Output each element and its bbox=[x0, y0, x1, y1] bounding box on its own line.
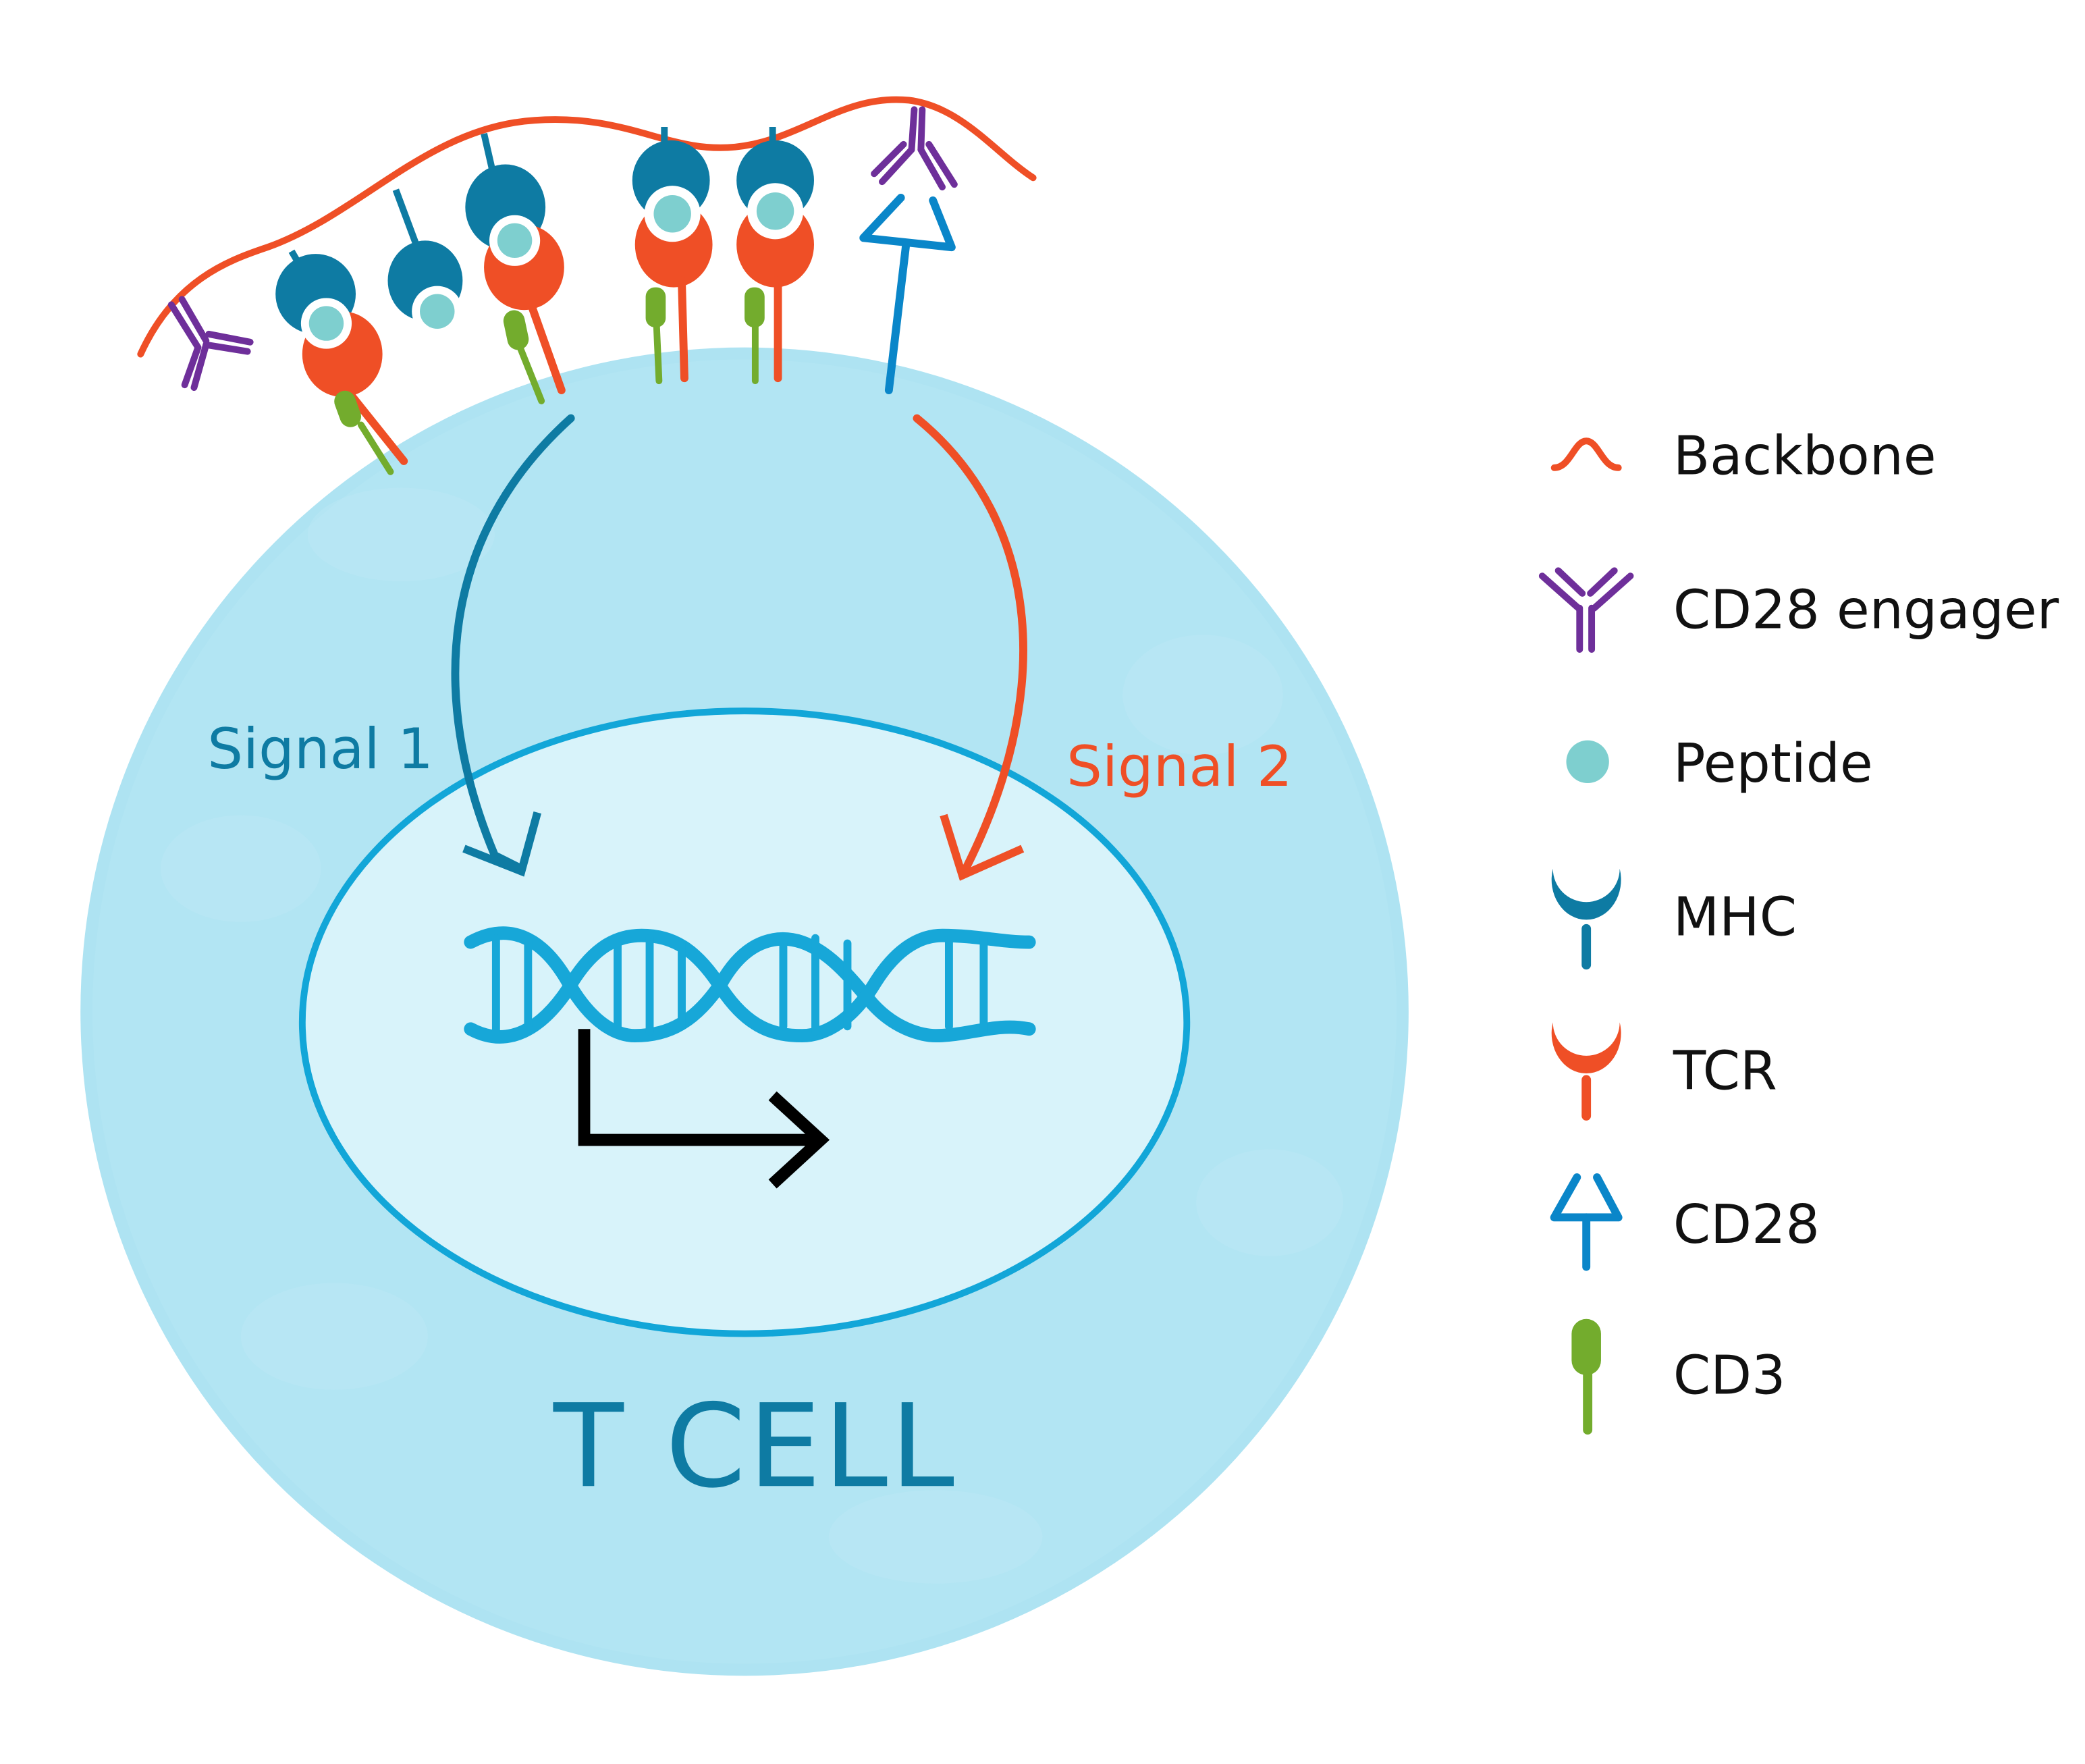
cd28-engager-icon bbox=[1538, 567, 1634, 653]
cd28-engager-right bbox=[871, 106, 958, 191]
signal-1-label: Signal 1 bbox=[207, 716, 433, 782]
legend-item-tcr: TCR bbox=[1551, 1022, 1777, 1121]
signal-2-label: Signal 2 bbox=[1066, 734, 1293, 799]
mhc-tcr-complex-3 bbox=[465, 132, 566, 404]
legend-label-cd3: CD3 bbox=[1673, 1345, 1786, 1407]
signal-2-arrow bbox=[913, 414, 1027, 881]
legend-item-peptide: Peptide bbox=[1566, 732, 1873, 795]
legend-label-cd28-engager: CD28 engager bbox=[1673, 579, 2059, 641]
legend-item-cd28: CD28 bbox=[1550, 1173, 1820, 1271]
dna-helix-icon bbox=[464, 926, 1036, 1044]
legend-label-tcr: TCR bbox=[1673, 1040, 1777, 1102]
transcription-arrow-icon bbox=[578, 1029, 830, 1189]
legend-label-peptide: Peptide bbox=[1673, 732, 1873, 795]
cd28-icon bbox=[1550, 1173, 1623, 1271]
legend-item-mhc: MHC bbox=[1551, 868, 1797, 970]
legend-item-cd28-engager: CD28 engager bbox=[1538, 567, 2059, 653]
mhc-tcr-complex-5 bbox=[736, 127, 814, 385]
mhc-icon bbox=[1551, 868, 1621, 970]
legend-label-backbone: Backbone bbox=[1673, 425, 1937, 487]
mhc-tcr-complex-1 bbox=[275, 249, 408, 475]
mhc-peptide-complex-2 bbox=[387, 188, 463, 337]
legend: Backbone CD28 engager Peptide bbox=[1538, 425, 2059, 1435]
legend-item-cd3: CD3 bbox=[1571, 1318, 1786, 1435]
backbone-icon bbox=[1550, 437, 1622, 471]
backbone bbox=[137, 96, 1037, 358]
cytoplasm-texture bbox=[161, 487, 1343, 1584]
cd28-receptor bbox=[859, 194, 956, 394]
legend-label-mhc: MHC bbox=[1673, 886, 1797, 948]
cd3-icon bbox=[1571, 1318, 1601, 1435]
cd28-engager-left bbox=[167, 296, 254, 392]
tcr-icon bbox=[1551, 1022, 1621, 1121]
mhc-tcr-complex-4 bbox=[632, 127, 713, 385]
legend-label-cd28: CD28 bbox=[1673, 1194, 1820, 1256]
peptide-icon bbox=[1566, 740, 1609, 784]
legend-item-backbone: Backbone bbox=[1550, 425, 1937, 487]
signal-1-arrow bbox=[451, 414, 575, 877]
cell-label: T CELL bbox=[553, 1380, 957, 1514]
